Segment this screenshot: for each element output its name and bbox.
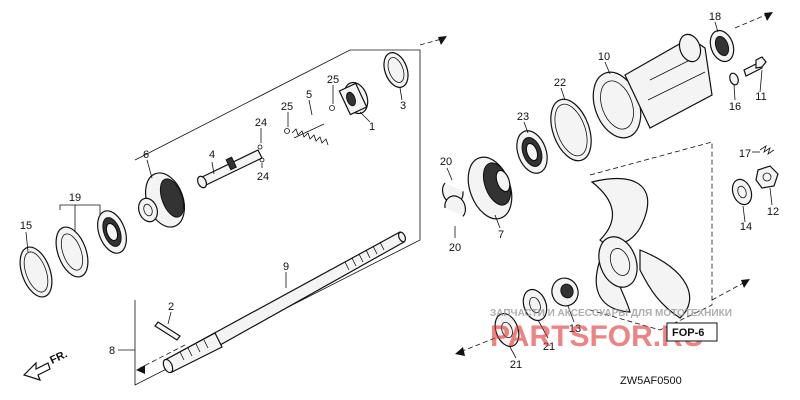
callout-20b: 20 — [449, 242, 461, 254]
arrow-head-icon — [438, 36, 447, 45]
part-4-shift-plunger — [196, 144, 265, 189]
callout-24a: 24 — [255, 117, 267, 129]
callout-25b: 25 — [327, 74, 339, 86]
part-13-spacer — [551, 277, 579, 307]
part-23-bearing — [516, 130, 548, 174]
part-1-clutch — [338, 81, 369, 116]
callout-13: 13 — [569, 323, 581, 335]
fop-label: FOP-6 — [672, 327, 704, 339]
callout-2: 2 — [168, 301, 174, 313]
part-14-washer — [731, 178, 753, 206]
front-direction-indicator: FR. — [22, 348, 69, 381]
callout-5: 5 — [306, 89, 312, 101]
callout-4: 4 — [209, 149, 215, 161]
callout-18: 18 — [709, 11, 721, 23]
arrow-head-icon — [764, 12, 773, 21]
watermark-subtitle: ЗАПЧАСТИ И АКСЕССУАРЫ ДЛЯ МОТОТЕХНИКИ — [490, 308, 732, 319]
callout-17: 17 — [739, 148, 751, 160]
fop-reference: FOP-6 — [666, 322, 718, 342]
part-15-o-ring — [19, 246, 53, 298]
callout-11: 11 — [755, 91, 766, 103]
part-11-bolt — [743, 56, 767, 77]
callout-7: 7 — [498, 229, 504, 241]
callout-19: 19 — [69, 192, 81, 204]
callout-16: 16 — [729, 101, 741, 113]
arrow-head-icon — [136, 365, 145, 374]
callout-22: 22 — [554, 77, 566, 89]
part-12-castle-nut — [755, 165, 779, 189]
callout-12: 12 — [767, 206, 779, 218]
arrow-head-icon — [455, 347, 465, 356]
callout-8: 8 — [109, 345, 115, 357]
callout-1: 1 — [369, 121, 375, 133]
callout-3: 3 — [400, 100, 406, 112]
part-16-washer — [729, 72, 739, 86]
part-18-oil-seal — [709, 29, 735, 63]
part-21-thrust-washer — [494, 288, 548, 348]
part-5-spring — [284, 105, 335, 146]
front-label: FR. — [48, 348, 69, 366]
part-9-propeller-shaft — [162, 231, 407, 374]
part-22-o-ring — [550, 98, 592, 162]
part-6-bevel-gear — [137, 172, 186, 228]
drawing-reference: ZW5AF0500 — [620, 375, 682, 387]
arrow-head-icon — [741, 279, 750, 288]
callout-24b: 24 — [257, 171, 269, 183]
callout-10: 10 — [598, 51, 610, 63]
part-3-collar — [383, 52, 409, 88]
part-2-pin — [154, 321, 181, 341]
callout-15: 15 — [20, 220, 32, 232]
part-17-cotter-pin — [759, 145, 775, 155]
callout-23: 23 — [517, 111, 529, 123]
propeller — [590, 177, 691, 319]
part-7-reverse-gear — [467, 156, 513, 220]
front-arrow-icon — [22, 361, 51, 381]
callout-20a: 20 — [440, 156, 452, 168]
part-20-thrust-washer — [441, 182, 467, 217]
callout-21a: 21 — [543, 341, 555, 353]
assembly-frame — [134, 49, 421, 386]
callout-25a: 25 — [281, 101, 293, 113]
callout-14: 14 — [740, 221, 752, 233]
part-19-bearing — [55, 210, 127, 278]
part-10-gearcase-cover — [592, 33, 713, 139]
callout-9: 9 — [283, 261, 289, 273]
leader-lines — [25, 21, 773, 359]
fop-label-box — [666, 322, 718, 342]
callout-21b: 21 — [510, 359, 522, 371]
callout-6: 6 — [143, 149, 149, 161]
propeller-frame — [589, 141, 713, 331]
